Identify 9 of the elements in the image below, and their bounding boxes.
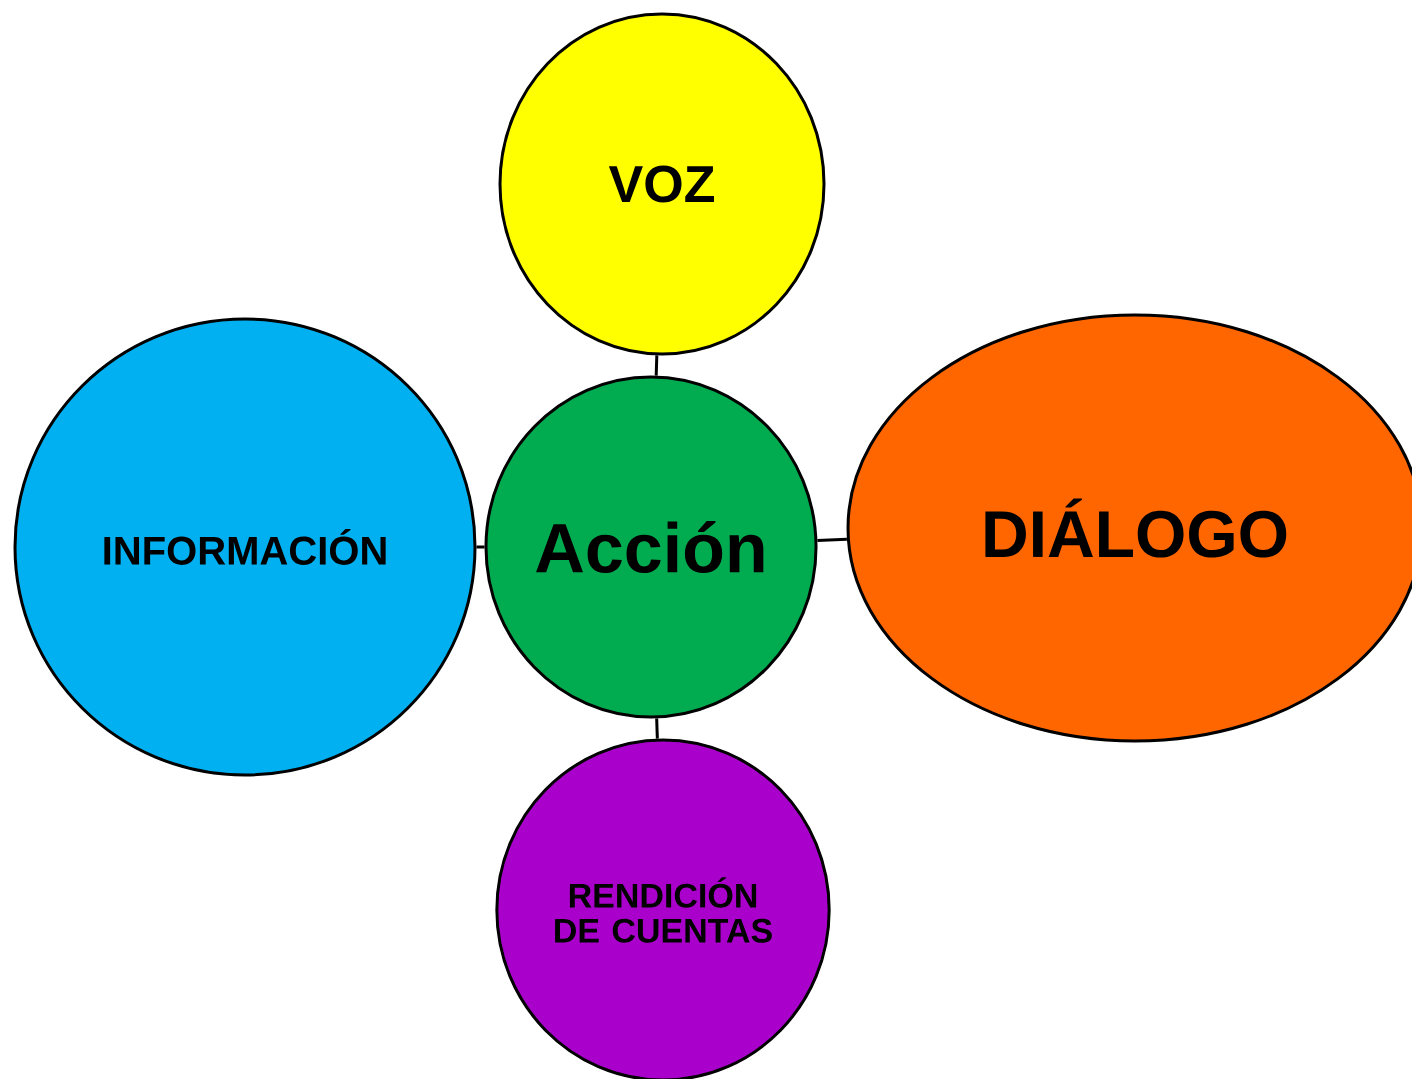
connector-line xyxy=(817,537,847,542)
circle-node: RENDICIÓN DE CUENTAS xyxy=(495,738,831,1079)
connector-line xyxy=(476,545,485,549)
circle-node: VOZ xyxy=(498,12,826,356)
circle-node: Acción xyxy=(484,375,818,719)
connector-line xyxy=(654,355,659,376)
ellipse-node: DIÁLOGO xyxy=(846,313,1412,743)
circle-node: INFORMACIÓN xyxy=(13,317,477,777)
connector-line xyxy=(655,718,659,739)
